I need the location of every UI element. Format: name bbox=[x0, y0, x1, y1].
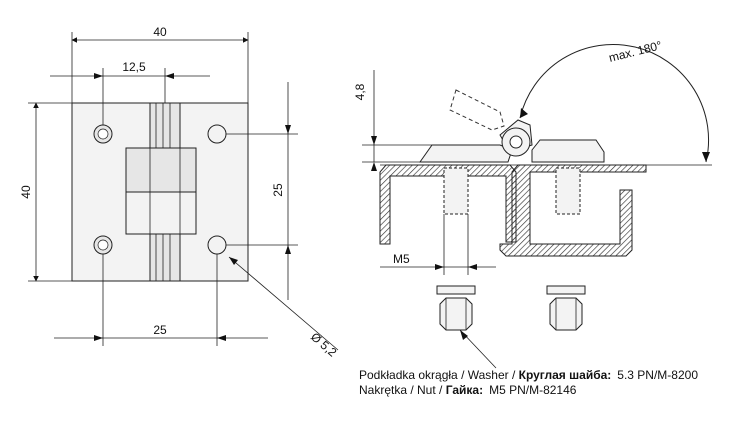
dimension-height-label: 40 bbox=[19, 185, 33, 199]
nut-note: Nakrętka / Nut / Гайка:M5 PN/M-82146 bbox=[359, 383, 577, 397]
hinge-front-view: 40 12,5 40 25 25 Ø 5,2 bbox=[19, 25, 340, 360]
hinge-leaf-open-position bbox=[449, 89, 505, 131]
diameter-leader-line bbox=[228, 256, 339, 351]
right-profile-section bbox=[499, 164, 647, 257]
washer-left bbox=[436, 285, 476, 295]
parts-note: Podkładka okrągła / Washer / Круглая шай… bbox=[359, 368, 698, 397]
thickness-dimension-label: 4,8 bbox=[353, 83, 367, 100]
rotation-angle-label: max. 180° bbox=[607, 38, 663, 65]
mounting-hole-bottom-right bbox=[207, 235, 227, 255]
hinge-knuckle-middle bbox=[125, 191, 197, 235]
washer-note: Podkładka okrągła / Washer / Круглая шай… bbox=[359, 368, 698, 382]
hinge-side-section: 4,8 max. 180° M5 bbox=[353, 38, 712, 369]
hinge-leaf-left bbox=[419, 144, 513, 163]
mounting-hole-top-right bbox=[207, 124, 227, 144]
nut-left bbox=[439, 297, 473, 331]
hinge-leaf-right bbox=[531, 139, 605, 163]
hinge-knuckle-upper bbox=[125, 147, 197, 193]
dimension-horizontal-spacing-label: 25 bbox=[153, 323, 167, 337]
dimension-offset-label: 12,5 bbox=[122, 60, 146, 74]
screw-left bbox=[443, 167, 469, 215]
hole-diameter-label: Ø 5,2 bbox=[308, 330, 340, 360]
dimension-width-label: 40 bbox=[153, 25, 167, 39]
screw-right bbox=[555, 167, 581, 215]
washer-right bbox=[546, 285, 586, 295]
dimension-vertical-spacing-label: 25 bbox=[271, 183, 285, 197]
nut-right bbox=[549, 297, 583, 331]
rotation-arc bbox=[519, 43, 710, 163]
screw-size-label: M5 bbox=[393, 252, 410, 266]
